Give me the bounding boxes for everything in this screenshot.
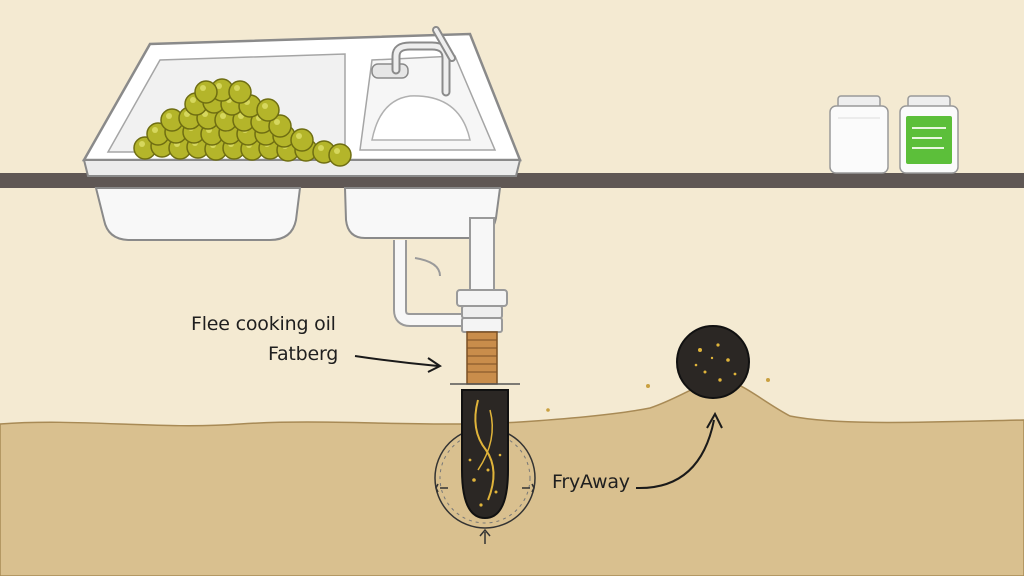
- fatberg-arrow: [354, 355, 442, 373]
- oil-ball-highlight: [200, 85, 206, 91]
- fryaway-ball: [546, 325, 770, 412]
- ground: [0, 379, 1024, 576]
- drain-pipes: [393, 217, 520, 385]
- jar-green-label: [899, 95, 959, 174]
- oil-ball-highlight: [216, 83, 222, 89]
- faucet: [371, 26, 456, 97]
- oil-ball: [194, 80, 218, 104]
- fryaway-label: FryAway: [552, 471, 630, 493]
- oil-ball-highlight: [334, 148, 340, 154]
- oil-ball: [328, 143, 352, 167]
- jar-plain: [829, 95, 889, 174]
- sink-bowls-lower: [94, 187, 502, 241]
- oil-ball-highlight: [318, 145, 324, 151]
- oil-ball-highlight: [152, 127, 158, 133]
- oil-ball-highlight: [166, 113, 172, 119]
- fatberg-label: Fatberg: [268, 343, 339, 365]
- oil-ball-highlight: [139, 141, 145, 147]
- fryaway-arrow: [635, 411, 723, 490]
- oil-ball-highlight: [220, 113, 226, 119]
- oil-ball-highlight: [296, 133, 302, 139]
- oil-ball: [256, 98, 280, 122]
- cooking-oil-label: Flee cooking oil: [191, 313, 336, 335]
- oil-balls: [133, 78, 352, 167]
- oil-ball: [228, 80, 252, 104]
- oil-ball: [290, 128, 314, 152]
- oil-ball-highlight: [274, 119, 280, 125]
- fatberg-chamber: [434, 389, 536, 544]
- oil-ball-highlight: [190, 97, 196, 103]
- oil-ball-highlight: [262, 103, 268, 109]
- oil-ball-highlight: [234, 85, 240, 91]
